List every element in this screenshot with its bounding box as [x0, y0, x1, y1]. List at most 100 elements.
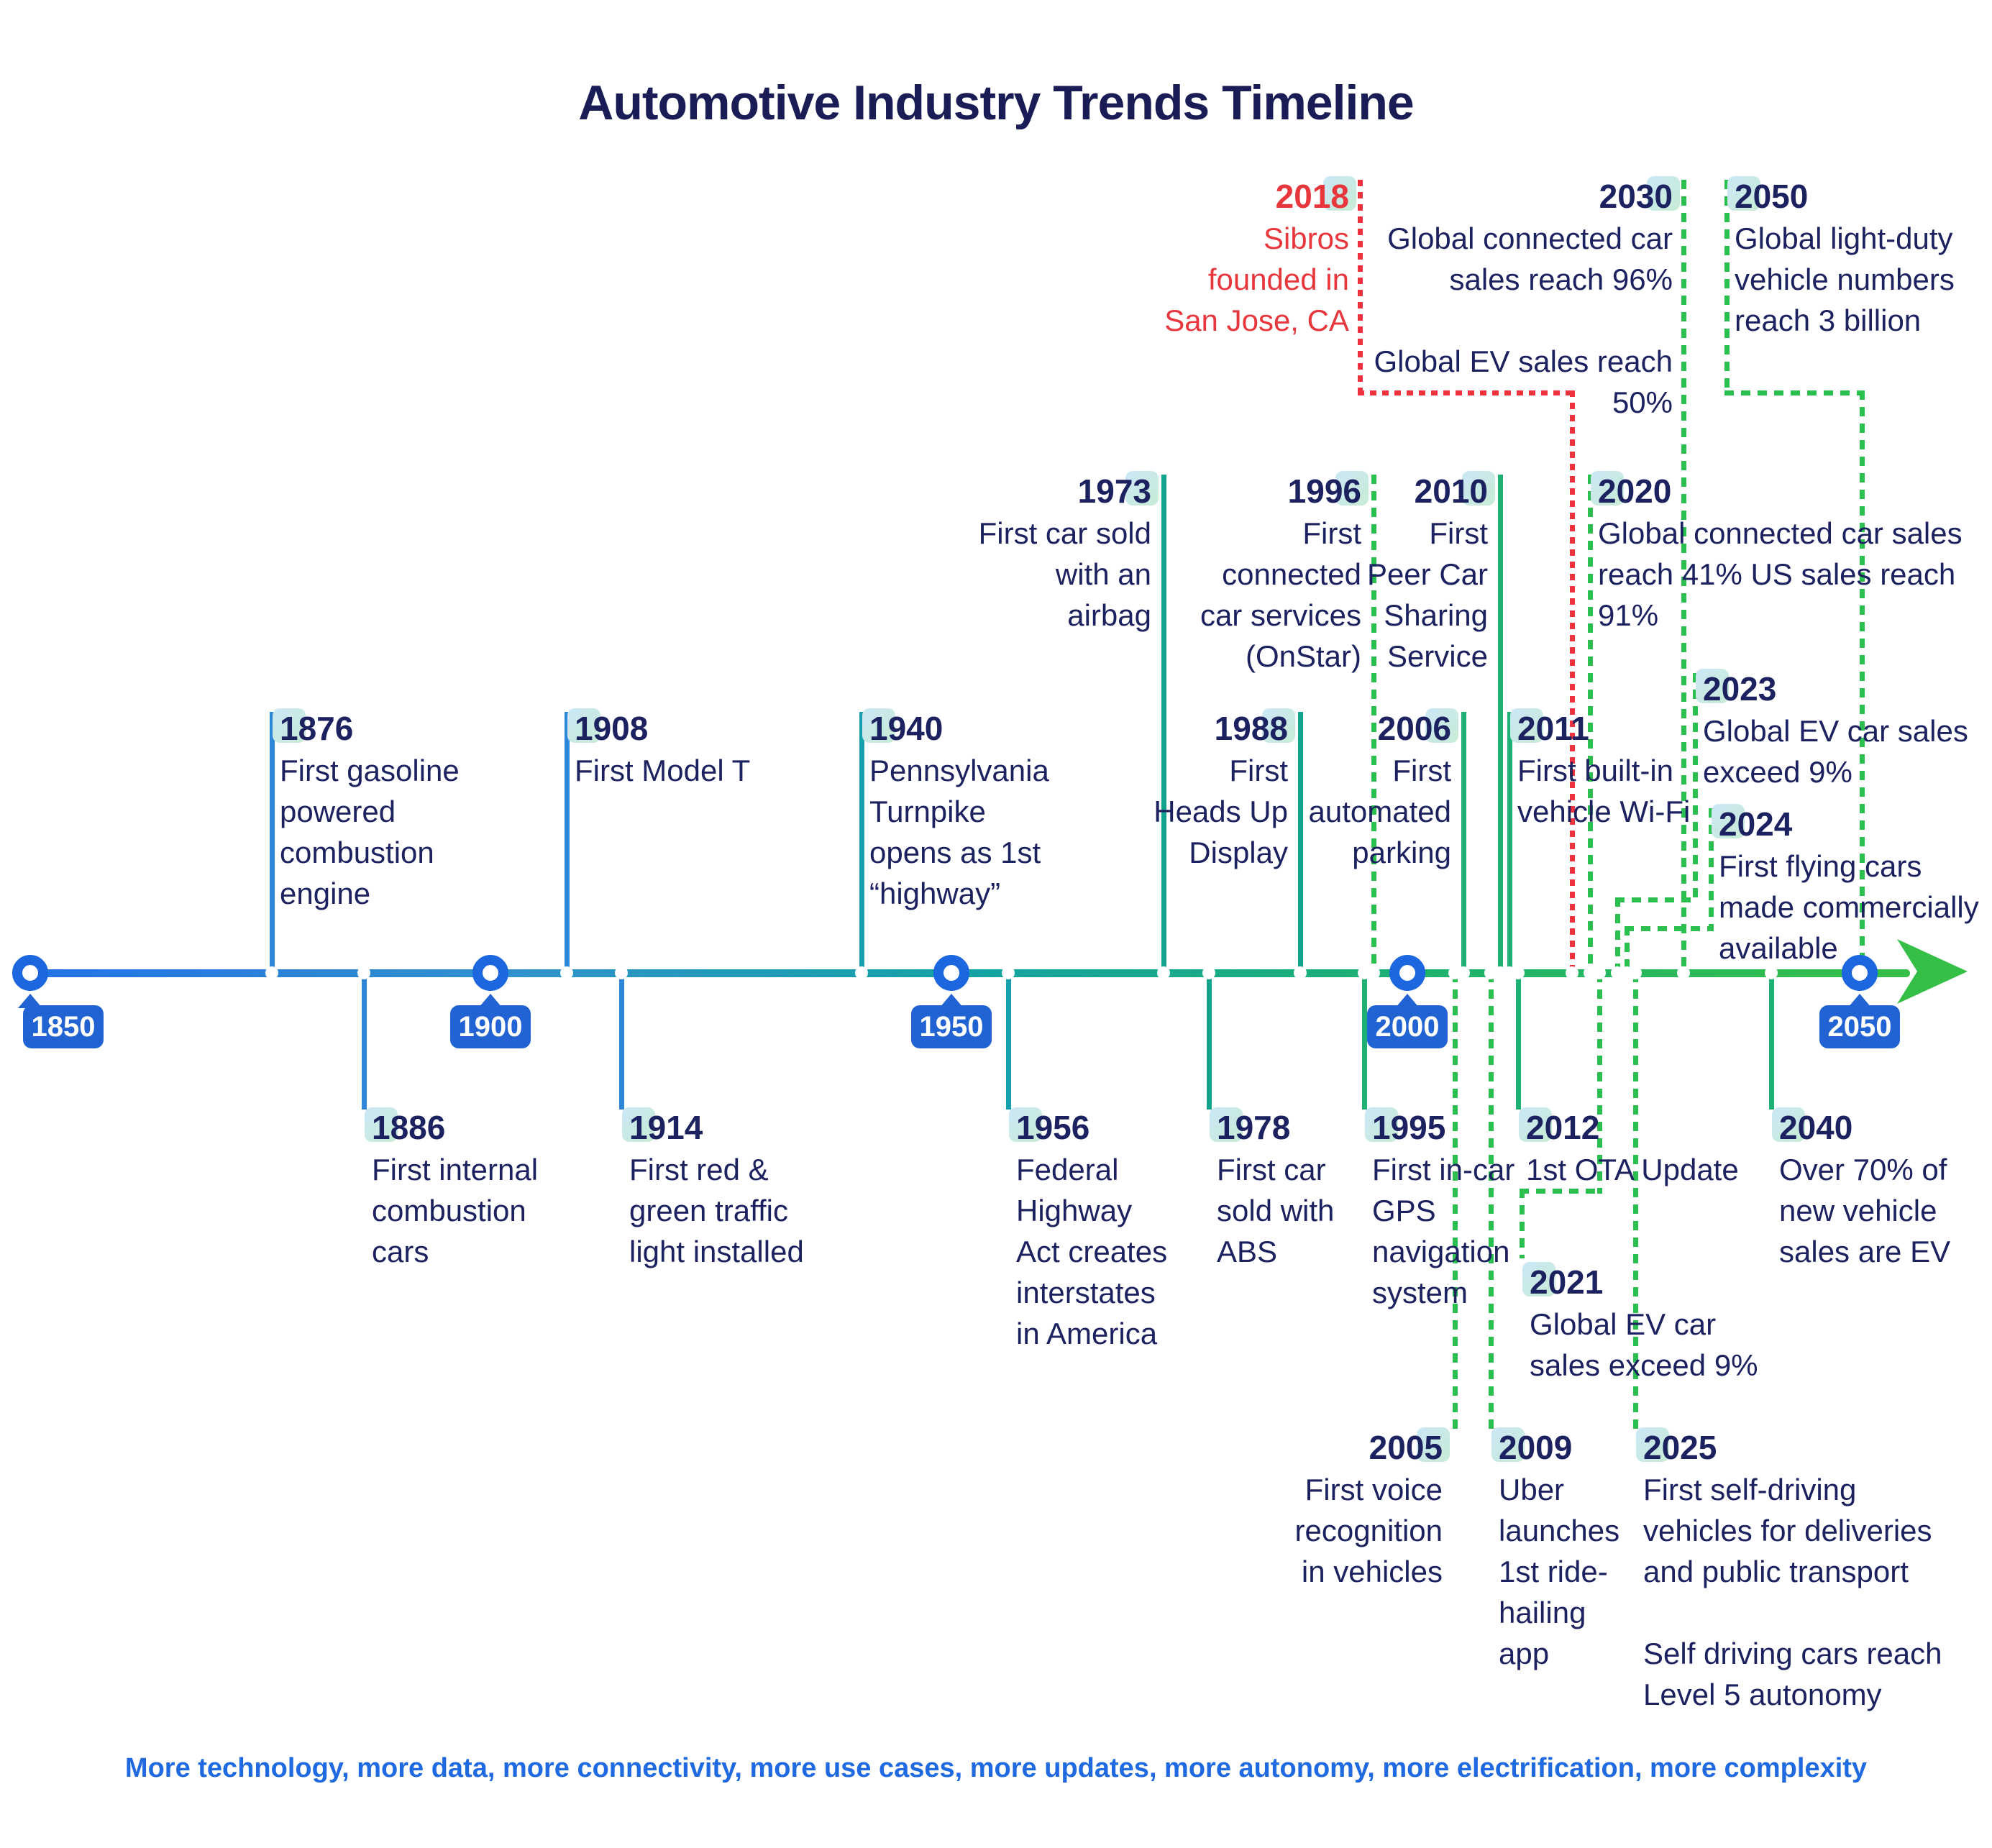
event-year: 2010 — [1415, 471, 1496, 512]
event-year: 2009 — [1491, 1427, 1572, 1468]
axis-dot-2006 — [1457, 966, 1470, 979]
event-year: 1914 — [621, 1107, 703, 1148]
connector-2005-segment — [1453, 973, 1458, 1430]
axis-dot-2021 — [1593, 966, 1606, 979]
event-text-line: First red & — [629, 1153, 769, 1186]
event-text-line: First built-in — [1517, 754, 1674, 787]
event-text-line: with an — [1055, 557, 1151, 591]
node-badge-1900: 1900 — [450, 1005, 531, 1048]
event-text-line: Sharing — [1384, 598, 1488, 632]
event-text-line: Display — [1189, 836, 1288, 869]
connector-2030-segment — [1681, 180, 1686, 973]
event-year: 2021 — [1522, 1262, 1603, 1303]
connector-1914-segment — [619, 973, 624, 1110]
event-year: 2020 — [1590, 471, 1671, 512]
event-text-line: green traffic — [629, 1194, 789, 1227]
event-text-line: First flying cars — [1719, 849, 1922, 883]
event-text-line: combustion — [280, 836, 434, 869]
event-text-line — [1374, 300, 1673, 341]
axis-dot-2012 — [1512, 966, 1525, 979]
event-year: 1908 — [567, 708, 648, 749]
timeline-arrowhead-icon — [1897, 939, 1968, 1004]
event-text-line: system — [1372, 1276, 1468, 1309]
axis-dot-1996 — [1367, 966, 1380, 979]
event-text-line: Global connected car sales — [1598, 516, 1963, 550]
event-year: 2025 — [1635, 1427, 1717, 1468]
connector-2010-segment — [1498, 475, 1503, 973]
event-text-line: First internal — [372, 1153, 539, 1186]
connector-1940-segment — [859, 712, 864, 973]
event-text-line: First car — [1217, 1153, 1326, 1186]
connector-2012-segment — [1516, 973, 1521, 1110]
event-text-line: 91% — [1598, 598, 1659, 632]
event-year: 2040 — [1771, 1107, 1852, 1148]
connector-2023-segment — [1615, 897, 1698, 902]
footer-tagline: More technology, more data, more connect… — [124, 1753, 1868, 1783]
event-text-line: 1st ride- — [1499, 1555, 1608, 1588]
event-year: 1940 — [862, 708, 943, 749]
connector-1908-segment — [565, 712, 570, 973]
event-text-line: Service — [1386, 639, 1488, 673]
event-text-line: parking — [1352, 836, 1451, 869]
axis-dot-1956 — [1002, 966, 1015, 979]
node-badge-pointer — [478, 994, 503, 1008]
event-text-line: (OnStar) — [1245, 639, 1361, 673]
node-badge-pointer — [939, 994, 964, 1008]
event-text-line: vehicle Wi-Fi — [1517, 795, 1691, 828]
event-text-line: Federal — [1016, 1153, 1119, 1186]
event-text-line: cars — [372, 1235, 429, 1268]
connector-1978-segment — [1207, 973, 1212, 1110]
connector-2018-segment — [1358, 180, 1363, 393]
event-text-line: combustion — [372, 1194, 526, 1227]
connector-1956-segment — [1006, 973, 1011, 1110]
timeline-node-2000 — [1389, 955, 1425, 991]
connector-2018-segment — [1570, 390, 1575, 973]
event-text-line: First — [1229, 754, 1288, 787]
connector-2021-segment — [1520, 1189, 1525, 1258]
event-text-line: First car sold — [978, 516, 1151, 550]
node-badge-pointer — [1395, 994, 1420, 1008]
connector-1996-segment — [1371, 475, 1376, 973]
event-text-line: Global connected car — [1387, 221, 1673, 255]
timeline-node-2050 — [1842, 955, 1878, 991]
page-title: Automotive Industry Trends Timeline — [578, 75, 1415, 130]
axis-dot-1876 — [265, 966, 278, 979]
connector-2021-segment — [1520, 1189, 1602, 1194]
event-text-line: engine — [280, 877, 371, 910]
event-year: 2012 — [1518, 1107, 1599, 1148]
axis-dot-1988 — [1294, 966, 1307, 979]
connector-2023-segment — [1615, 897, 1620, 973]
axis-dot-2018 — [1566, 966, 1578, 979]
event-year: 1996 — [1288, 471, 1369, 512]
connector-2023-segment — [1693, 673, 1698, 902]
connector-2024-segment — [1625, 926, 1714, 931]
event-text-line: Heads Up — [1153, 795, 1288, 828]
event-text-line: reach 3 billion — [1735, 303, 1922, 337]
event-text-line: sales are EV — [1779, 1235, 1951, 1268]
event-text-line: First — [1429, 516, 1488, 550]
event-text-line: app — [1499, 1637, 1550, 1670]
event-text-line: airbag — [1067, 598, 1151, 632]
event-text-line: Global EV sales reach — [1374, 344, 1673, 378]
event-text-line: Global EV car — [1530, 1307, 1717, 1341]
event-text-line: car services — [1200, 598, 1361, 632]
axis-dot-2040 — [1765, 966, 1778, 979]
event-year: 1886 — [364, 1107, 445, 1148]
connector-1988-segment — [1298, 712, 1303, 973]
event-text-line: First — [1392, 754, 1451, 787]
event-text-line: Level 5 autonomy — [1643, 1678, 1882, 1711]
event-text-line: GPS — [1372, 1194, 1436, 1227]
event-year: 1876 — [272, 708, 353, 749]
